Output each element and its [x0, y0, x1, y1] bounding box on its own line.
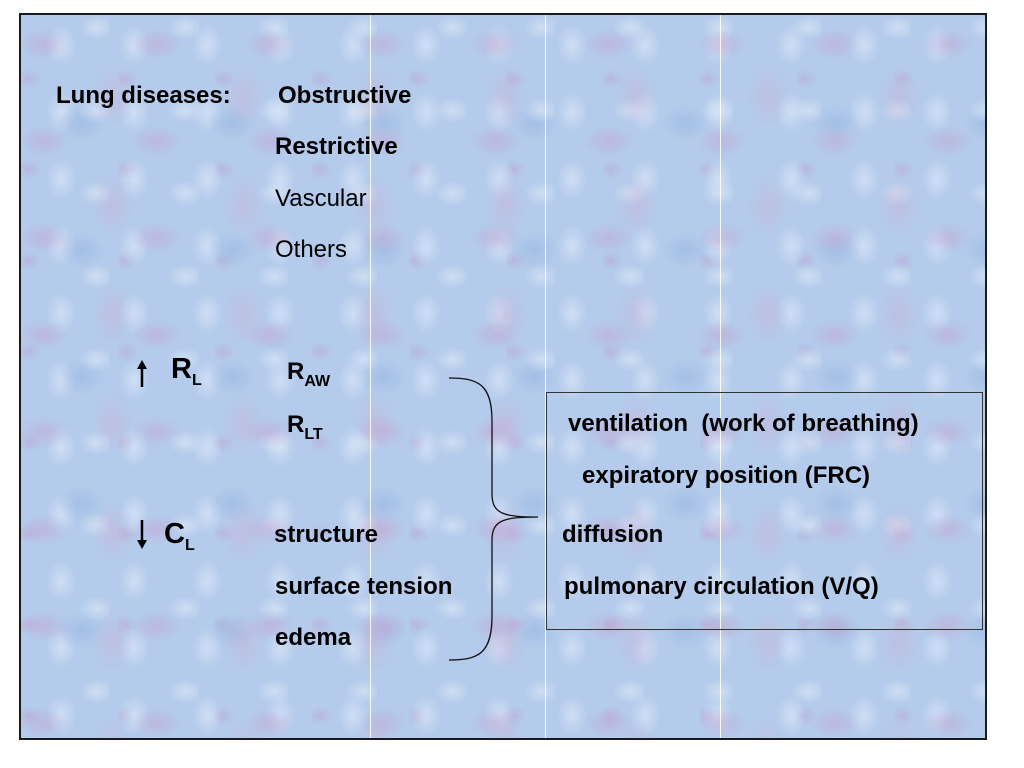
lung-diseases-label: Lung diseases: [56, 82, 231, 109]
compliance-symbol: C [164, 518, 185, 550]
resistance-airway: RAW [287, 358, 331, 390]
effect-ventilation: ventilation (work of breathing) [568, 410, 919, 437]
arrow-down-icon [137, 520, 147, 549]
compliance-structure: structure [274, 521, 379, 548]
curly-brace-icon [448, 377, 538, 661]
disease-others: Others [275, 236, 348, 263]
divider-line [720, 15, 721, 738]
divider-line [370, 15, 371, 738]
resistance-symbol: R [171, 353, 192, 385]
resistance-label: RL [171, 353, 202, 389]
arrow-up-icon [137, 360, 147, 387]
compliance-subscript: L [184, 537, 195, 554]
compliance-label: CL [164, 518, 195, 554]
compliance-edema: edema [275, 624, 352, 651]
disease-obstructive: Obstructive [278, 82, 412, 109]
slide: Lung diseases: Obstructive Restrictive V… [19, 13, 987, 740]
compliance-surface-tension: surface tension [275, 573, 453, 600]
effect-expiratory-position: expiratory position (FRC) [582, 462, 871, 489]
divider-line [545, 15, 546, 738]
effect-diffusion: diffusion [562, 521, 664, 548]
resistance-subscript: L [191, 372, 202, 389]
disease-vascular: Vascular [275, 185, 367, 212]
resistance-lung-tissue: RLT [287, 411, 323, 443]
effects-box [546, 392, 983, 630]
effect-pulmonary-circulation: pulmonary circulation (V/Q) [564, 573, 879, 600]
disease-restrictive: Restrictive [275, 133, 398, 160]
